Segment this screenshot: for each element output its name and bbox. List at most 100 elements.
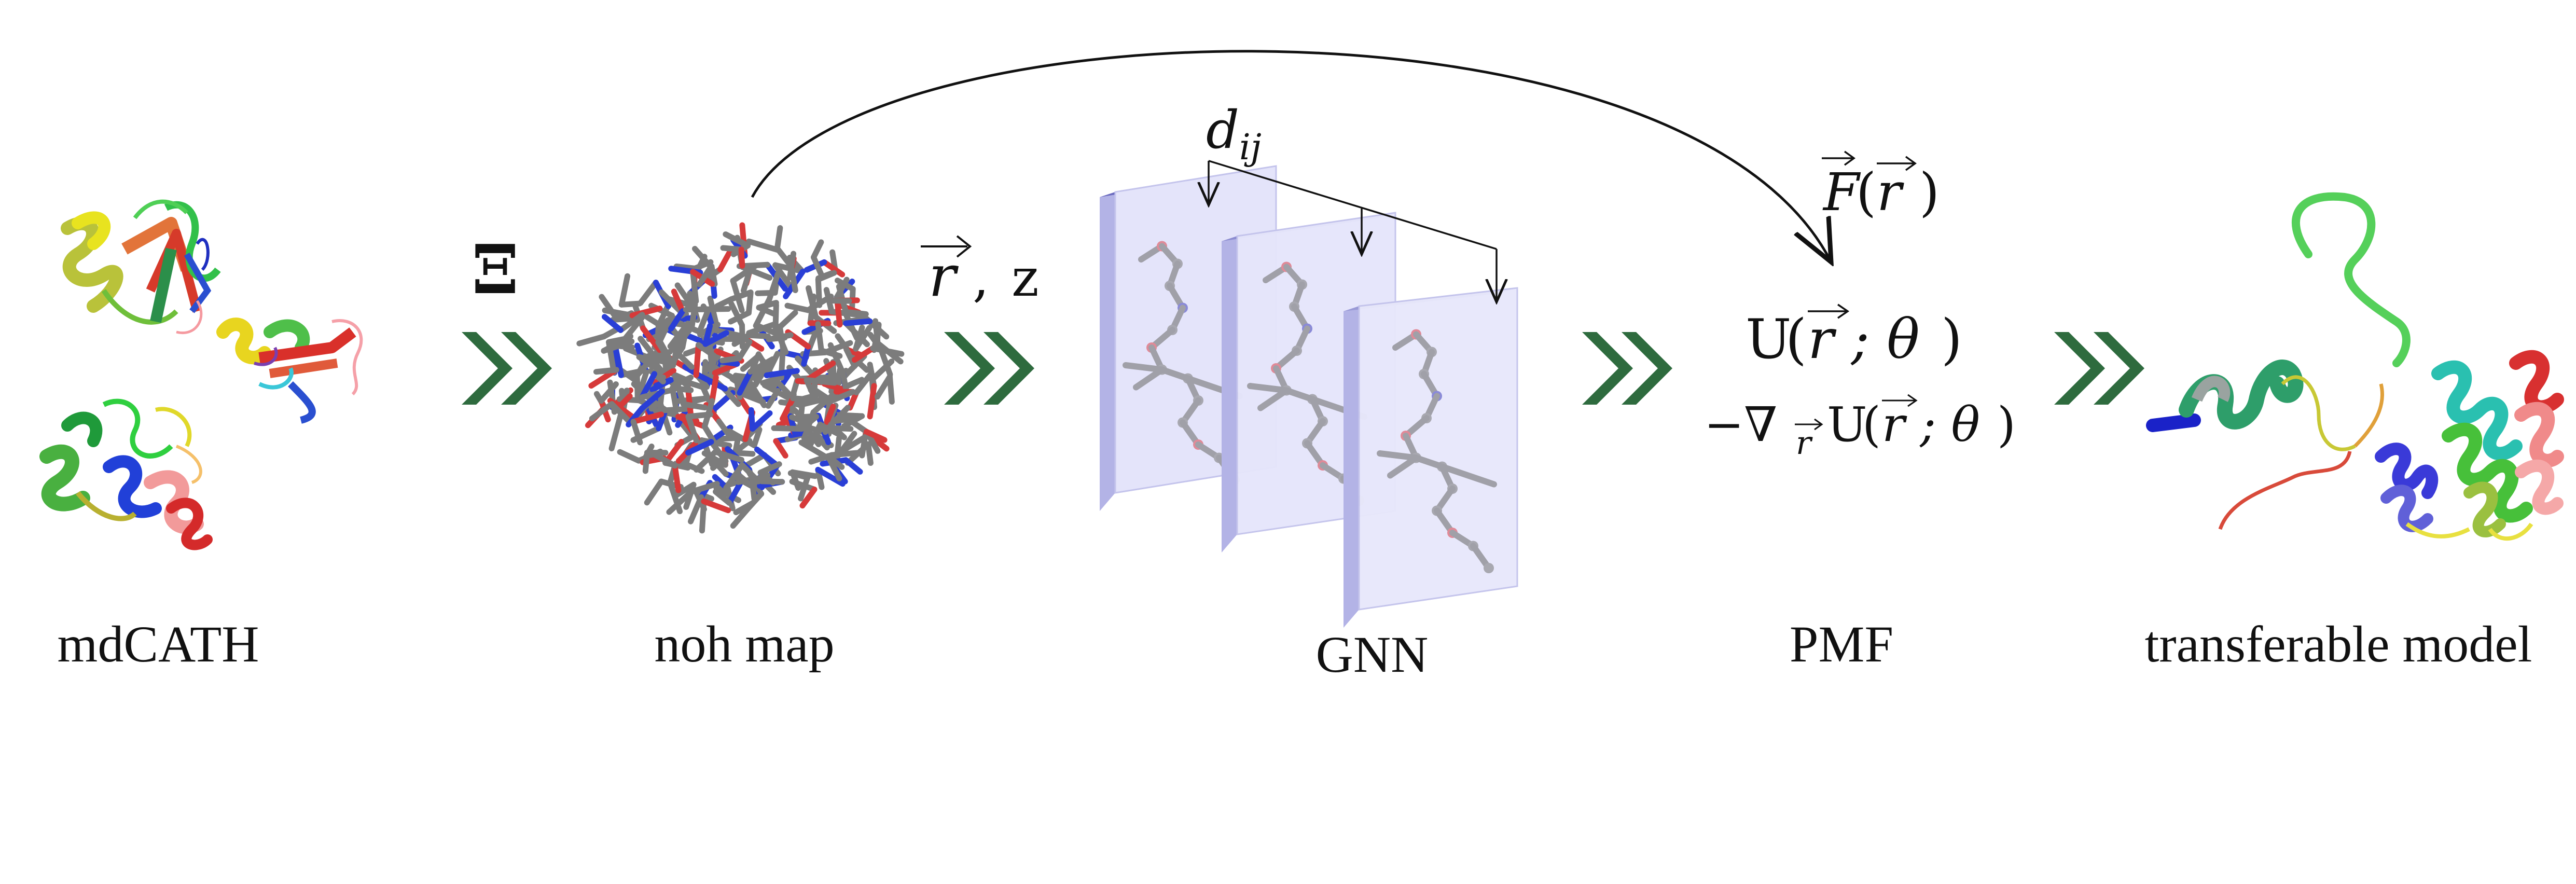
molecule-bond — [589, 401, 615, 422]
molecule-bond — [617, 449, 642, 464]
molecule-bond — [804, 377, 838, 386]
molecule-bond — [694, 449, 718, 473]
molecule-bond — [828, 422, 847, 440]
comma-symbol: , — [973, 247, 989, 308]
stage-label-noh-map: noh map — [654, 615, 834, 673]
chevron-arrow-3 — [1582, 332, 1672, 405]
molecule-bond — [658, 406, 690, 413]
molecule-bond — [685, 439, 714, 456]
molecule-bond — [751, 426, 763, 448]
energy-arguments: r ; θ — [1808, 308, 1920, 371]
molecule-bond — [811, 239, 824, 260]
molecule-bond — [701, 423, 717, 445]
molecule-bond — [618, 300, 643, 308]
molecule-bond — [669, 385, 679, 410]
molecule-bond — [723, 462, 745, 491]
molecule-bond — [867, 332, 884, 352]
molecule-bond — [696, 308, 711, 335]
molecule-bond — [714, 296, 735, 309]
energy-expression: U ( r ; θ ) — [1746, 303, 1962, 371]
molecule-bond — [843, 309, 869, 317]
molecule-bond — [754, 446, 780, 468]
molecule-bond — [747, 356, 776, 375]
molecule-bond — [798, 439, 831, 461]
svg-text:(: ( — [1862, 397, 1881, 452]
molecule-bond — [865, 432, 881, 454]
molecule-bond — [799, 413, 820, 432]
molecule-bond — [672, 374, 686, 407]
molecule-bond — [865, 441, 874, 466]
molecule-bond — [667, 343, 695, 370]
molecule-bond — [601, 314, 624, 333]
molecule-bond — [629, 306, 663, 319]
molecule-bond — [1123, 362, 1165, 373]
molecule-bond — [734, 475, 755, 490]
protein-cartoon-3 — [39, 398, 213, 550]
molecule-bond — [617, 312, 645, 333]
svg-text:): ) — [1997, 397, 2016, 452]
molecule-bond — [630, 419, 643, 446]
molecule-bond — [828, 405, 851, 428]
distance-label: dij — [1206, 100, 1262, 168]
molecule-bond — [709, 374, 719, 404]
stage-label-pmf: PMF — [1790, 615, 1893, 673]
molecule-bond — [815, 466, 846, 487]
molecule-bond — [825, 453, 845, 470]
molecule-bond — [821, 259, 846, 278]
short-helix — [2146, 360, 2385, 530]
skip-connection-arrow — [751, 50, 1831, 262]
molecule-bond — [717, 246, 735, 272]
molecule-bond — [757, 461, 782, 476]
molecule-bond — [764, 351, 781, 378]
molecule-bond — [810, 391, 837, 416]
molecule-bond — [745, 377, 767, 408]
molecule-bond — [721, 385, 741, 407]
transferable-proteins — [2146, 192, 2564, 541]
molecule-bond — [739, 462, 761, 485]
stage-label-transferable-model: transferable model — [2145, 615, 2532, 673]
molecule-bond — [805, 424, 826, 443]
molecule-bond — [815, 321, 824, 354]
molecule-bond — [746, 321, 778, 336]
distance-arrows — [1209, 160, 1497, 302]
molecule-bond — [788, 263, 798, 294]
protein-cartoon-1 — [61, 199, 221, 334]
molecule-bond — [639, 371, 657, 400]
molecule-bond — [801, 343, 811, 367]
molecule-bond — [826, 389, 856, 405]
noh-map-molecule — [576, 222, 905, 534]
molecule-bond — [728, 310, 752, 325]
molecule-bond — [642, 449, 650, 474]
molecule-bond — [602, 307, 635, 319]
molecule-bond — [844, 353, 867, 377]
molecule-bond — [702, 330, 729, 347]
molecule-bond — [799, 486, 818, 509]
molecule-bond — [716, 418, 735, 441]
molecule-bond — [672, 463, 682, 493]
molecule-bond — [675, 458, 705, 474]
molecule-bond — [804, 360, 836, 383]
disordered-chain — [2291, 192, 2411, 367]
molecule-bond — [608, 401, 632, 425]
molecule-bond — [1387, 454, 1419, 479]
molecule-bond — [687, 494, 704, 524]
gradient-prefix: −∇ — [1704, 397, 1777, 452]
molecule-bond — [757, 469, 776, 486]
molecule-bond — [673, 324, 695, 349]
molecule-bond — [634, 351, 659, 379]
chevron-arrow-1 — [462, 332, 552, 405]
molecule-bond — [683, 306, 711, 313]
molecule-bond — [761, 382, 795, 403]
energy-symbol: U — [1746, 308, 1792, 371]
svg-text:(: ( — [1785, 308, 1807, 371]
molecule-bond — [818, 348, 843, 359]
molecule-bond — [701, 498, 731, 514]
molecule-bond — [671, 288, 686, 314]
position-vector-symbol: r — [929, 243, 959, 309]
molecule-bond — [750, 410, 773, 432]
molecule-bond — [824, 404, 836, 425]
molecule-bond — [651, 361, 666, 384]
molecule-bond — [685, 411, 713, 420]
gradient-arguments: r ; θ — [1882, 397, 1980, 452]
